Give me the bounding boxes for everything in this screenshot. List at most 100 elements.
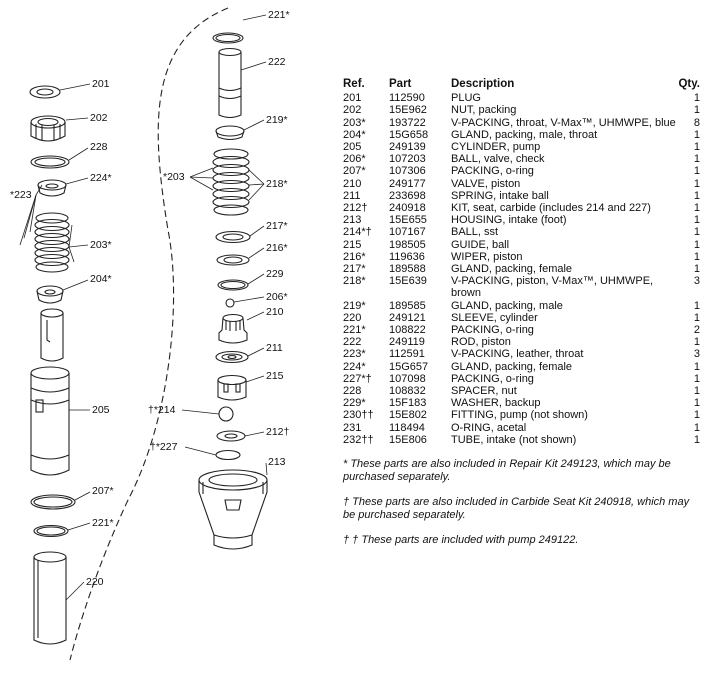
callout-227: †*227 [150, 441, 178, 453]
header-description: Description [451, 78, 515, 90]
row-qty: 1 [693, 299, 700, 312]
row-ref: 206* [343, 153, 366, 166]
callout-207: 207* [92, 485, 114, 497]
row-part-number: 119636 [389, 250, 425, 263]
row-description: TUBE, intake (not shown) [451, 433, 577, 446]
row-ref: 202 [343, 104, 362, 117]
row-description: SLEEVE, cylinder [451, 311, 538, 324]
row-qty: 1 [693, 202, 700, 215]
row-description: PACKING, o-ring [451, 372, 534, 385]
row-description: WASHER, backup [451, 397, 541, 410]
row-description: CYLINDER, pump [451, 141, 541, 154]
parts-drawing [19, 7, 268, 661]
row-part-number: 15G657 [389, 360, 429, 373]
part-201-plug [29, 85, 61, 99]
table-row: 201 112590 PLUG 1 [343, 92, 700, 104]
row-description: PACKING, o-ring [451, 324, 534, 337]
row-part-number: 118494 [389, 421, 425, 434]
callout-214: †*214 [148, 404, 176, 416]
part-210-valve [218, 313, 248, 344]
row-ref: 205 [343, 141, 362, 154]
row-description: V-PACKING, piston, V-Max™, UHMWPE, brown [451, 275, 654, 300]
row-qty: 1 [693, 336, 700, 349]
row-description: BALL, sst [451, 226, 499, 239]
part-215-guide [217, 374, 247, 401]
callout-215: 215 [266, 370, 284, 382]
row-qty: 3 [693, 348, 700, 361]
callout-212: 212† [266, 426, 290, 438]
row-ref: 215 [343, 238, 362, 251]
part-222-rod [218, 47, 242, 119]
row-qty: 1 [693, 311, 700, 324]
row-ref: 222 [343, 336, 362, 349]
row-part-number: 249177 [389, 177, 426, 190]
row-description: HOUSING, intake (foot) [451, 214, 567, 227]
row-qty: 1 [693, 92, 700, 105]
row-ref: 213 [343, 214, 362, 227]
row-description: GLAND, packing, female [451, 263, 573, 276]
row-qty: 1 [693, 250, 700, 263]
exploded-parts-diagram: 201 202 228 224* *223 203* 204* 205 207*… [0, 0, 340, 671]
row-ref: 212† [343, 202, 368, 215]
callout-201: 201 [92, 78, 110, 90]
row-ref: 214*† [343, 226, 372, 239]
row-ref: 201 [343, 92, 362, 105]
row-part-number: 112590 [389, 92, 425, 105]
row-part-number: 15F183 [389, 397, 427, 410]
row-description: VALVE, piston [451, 177, 521, 190]
callout-204: 204* [90, 273, 112, 285]
callout-221-upper: 221* [268, 9, 290, 21]
callout-206: 206* [266, 291, 288, 303]
row-description: PACKING, o-ring [451, 165, 534, 178]
row-part-number: 112591 [389, 348, 425, 361]
row-part-number: 15G658 [389, 128, 429, 141]
part-224-gland [37, 179, 67, 197]
row-part-number: 15E655 [389, 214, 427, 227]
row-qty: 1 [693, 104, 700, 117]
callout-229: 229 [266, 268, 284, 280]
row-description: GUIDE, ball [451, 238, 510, 251]
row-description: GLAND, packing, female [451, 360, 573, 373]
row-description: PLUG [451, 92, 481, 105]
part-207-o-ring [30, 494, 76, 510]
part-218-packing-stack [212, 148, 250, 216]
callout-220: 220 [86, 576, 104, 588]
part-220-sleeve [33, 551, 67, 645]
row-qty: 1 [693, 409, 700, 422]
parts-table-header: Ref. Part Description Qty. [343, 78, 700, 92]
row-description: SPRING, intake ball [451, 189, 549, 202]
row-ref: 207* [343, 165, 366, 178]
row-qty: 1 [693, 385, 700, 398]
row-part-number: 108822 [389, 324, 426, 337]
row-part-number: 249121 [389, 311, 426, 324]
row-description: ROD, piston [451, 336, 511, 349]
row-ref: 204* [343, 128, 366, 141]
row-description: GLAND, packing, male [451, 299, 563, 312]
row-part-number: 15E806 [389, 433, 427, 446]
callout-222: 222 [268, 56, 286, 68]
row-description: KIT, seat, carbide (includes 214 and 227… [451, 202, 651, 215]
header-qty: Qty. [678, 78, 700, 90]
row-qty: 1 [693, 372, 700, 385]
row-description: V-PACKING, leather, throat [451, 348, 584, 361]
part-229-washer [217, 279, 249, 291]
part-203-packing-stack-left [34, 212, 70, 273]
parts-list: Ref. Part Description Qty. 201 112590 PLUG… [343, 78, 703, 547]
row-part-number: 193722 [389, 116, 426, 129]
row-part-number: 107306 [389, 165, 426, 178]
row-ref: 210 [343, 177, 362, 190]
row-part-number: 240918 [389, 202, 426, 215]
callout-218: 218* [266, 178, 288, 190]
